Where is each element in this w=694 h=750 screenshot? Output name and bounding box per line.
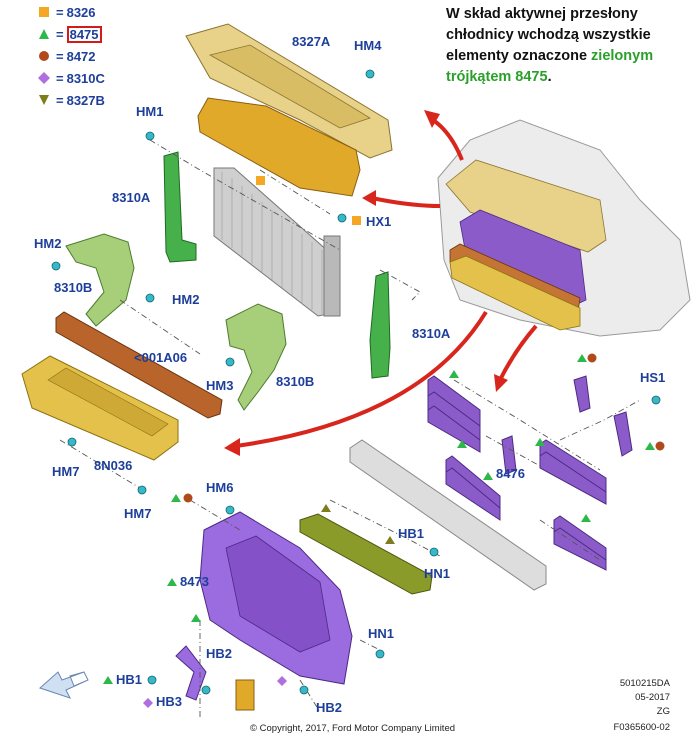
label-8310B-right: 8310B — [276, 374, 315, 389]
legend-equals: = — [56, 4, 64, 20]
side-bracket-8310B-right — [225, 303, 287, 411]
vehicle-module-lower — [449, 255, 581, 331]
triangle-marker-icon — [39, 29, 49, 39]
legend-equals: = — [56, 70, 64, 86]
label-HM7-b: HM7 — [124, 506, 152, 521]
bumper-beam-grey — [349, 439, 547, 591]
label-HB2-top: HB2 — [206, 646, 233, 661]
legend-equals: = — [56, 92, 64, 108]
green-seal-8310A-left — [163, 151, 197, 263]
label-HM2-top: HM2 — [34, 236, 62, 251]
olive-deflector-8327B — [299, 513, 433, 595]
fastener-clips — [51, 69, 661, 695]
diamond-marker-icon — [38, 72, 50, 84]
label-HM7-a: HM7 — [52, 464, 80, 479]
radiator-fins — [221, 172, 323, 314]
legend-equals: = — [56, 26, 64, 42]
label-8N036: 8N036 — [94, 458, 133, 473]
label-HB3: HB3 — [156, 694, 183, 709]
label-8327A: 8327A — [292, 34, 331, 49]
red-indicator-arrows — [235, 116, 538, 448]
legend-code: 8327B — [66, 92, 105, 108]
upper-deflector-orange — [197, 97, 361, 197]
label-HN1-low: HN1 — [368, 626, 395, 641]
note-part1: W skład aktywnej przesłony chłodnicy wch… — [446, 6, 651, 64]
legend-row-8327b: =8327B — [38, 92, 105, 108]
linkage-arm — [175, 645, 207, 701]
label-8310A-right: 8310A — [412, 326, 451, 341]
legend-row-8475: =8475 — [38, 25, 102, 43]
rust-beam-001A06 — [55, 311, 223, 419]
legend-code: 8326 — [66, 4, 96, 20]
doc-ref: F0365600-02 — [613, 722, 670, 733]
label-001A06: <001A06 — [134, 350, 188, 365]
front-direction-arrow — [39, 671, 89, 699]
legend-equals: = — [56, 48, 64, 64]
doc-date: 05-2017 — [635, 692, 670, 703]
doc-initials: ZG — [656, 706, 670, 717]
label-HN1-mid: HN1 — [424, 566, 451, 581]
vehicle-module-upper — [445, 159, 607, 253]
label-HM1: HM1 — [136, 104, 164, 119]
small-orange-clip — [235, 679, 255, 711]
triangle-down-marker-icon — [39, 95, 49, 105]
copyright-text: © Copyright, 2017, Ford Motor Company Li… — [250, 723, 456, 734]
label-HM4: HM4 — [354, 38, 382, 53]
green-seal-8310A-right — [369, 271, 391, 379]
label-HB2-low: HB2 — [316, 700, 343, 715]
radiator-side-tank — [323, 235, 341, 317]
assembly-guide-lines — [59, 139, 641, 720]
note-part2: . — [547, 69, 552, 85]
side-bracket-8310B-left — [65, 233, 135, 327]
label-8310B-left: 8310B — [54, 280, 93, 295]
label-HM3: HM3 — [206, 378, 234, 393]
label-8476: 8476 — [496, 466, 525, 481]
active-shutter-louvers — [427, 375, 633, 571]
legend-row-8472: =8472 — [38, 48, 96, 64]
note-highlight: zielonym trójkątem 8475 — [446, 48, 654, 85]
shutter-housing-inner — [225, 535, 331, 653]
label-HM2-mid: HM2 — [172, 292, 200, 307]
doc-id: 5010215DA — [619, 678, 670, 689]
legend-code: 8472 — [66, 48, 96, 64]
circle-marker-icon — [39, 51, 49, 61]
square-marker-icon — [39, 7, 49, 17]
label-HS1: HS1 — [640, 370, 666, 385]
legend-row-8326: =8326 — [38, 4, 96, 20]
legend-row-8310c: =8310C — [38, 70, 105, 86]
lower-tan-panel-detail — [47, 367, 169, 437]
legend-code: 8475 — [66, 25, 102, 43]
label-HX1: HX1 — [366, 214, 392, 229]
legend-code: 8310C — [66, 70, 105, 86]
label-8473: 8473 — [180, 574, 209, 589]
top-cover-detail — [208, 44, 371, 129]
label-HB1-mid: HB1 — [398, 526, 425, 541]
red-arrow-heads — [224, 110, 508, 456]
note-text: W skład aktywnej przesłony chłodnicy wch… — [446, 4, 690, 88]
label-HM6: HM6 — [206, 480, 234, 495]
label-HB1-low: HB1 — [116, 672, 143, 687]
label-8310A-left: 8310A — [112, 190, 151, 205]
part-symbol-markers — [103, 176, 665, 708]
